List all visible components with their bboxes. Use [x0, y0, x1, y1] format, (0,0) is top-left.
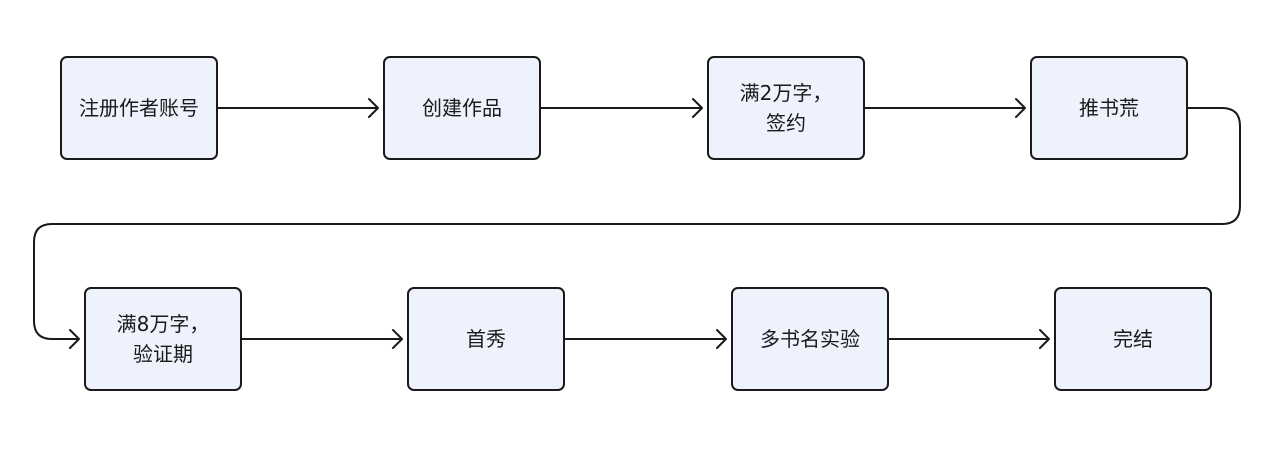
- node-80k-words-validation: 满8万字， 验证期: [84, 287, 242, 391]
- edge-n2-n3: [540, 98, 703, 118]
- edge-n6-n7: [564, 329, 727, 349]
- edge-n5-n6: [241, 329, 403, 349]
- node-book-recommendation: 推书荒: [1030, 56, 1188, 160]
- node-create-work: 创建作品: [383, 56, 541, 160]
- edge-n1-n2: [217, 98, 379, 118]
- edge-n3-n4: [864, 98, 1026, 118]
- edge-n4-n5: [33, 107, 1241, 349]
- node-title-experiment: 多书名实验: [731, 287, 889, 391]
- edge-n7-n8: [888, 329, 1050, 349]
- node-20k-words-sign-contract: 满2万字， 签约: [707, 56, 865, 160]
- node-debut: 首秀: [407, 287, 565, 391]
- node-register-author-account: 注册作者账号: [60, 56, 218, 160]
- node-completed: 完结: [1054, 287, 1212, 391]
